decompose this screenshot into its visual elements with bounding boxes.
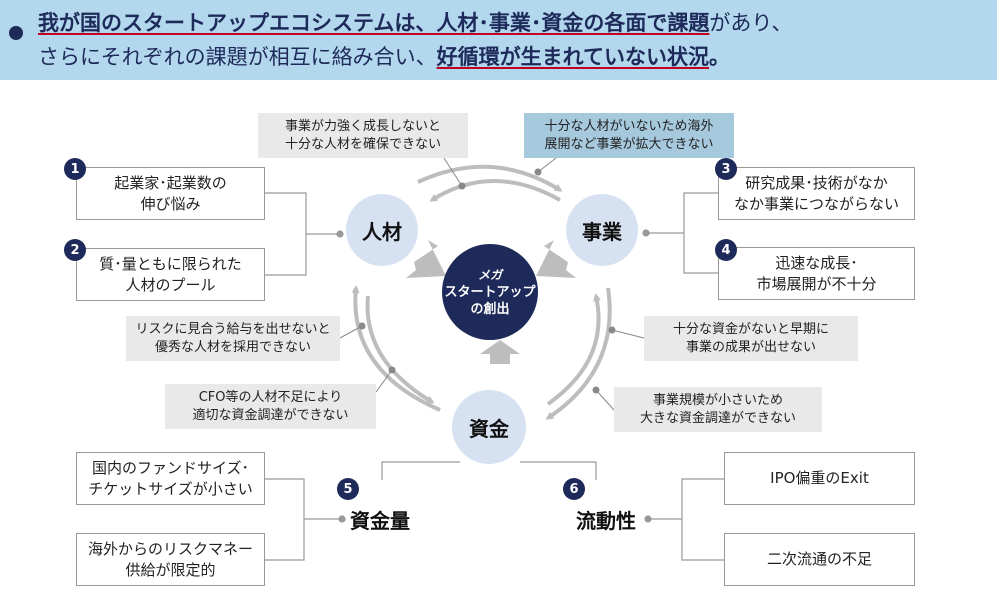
note-6-line-1: 事業規模が小さいため <box>652 392 783 408</box>
arc-jinzai-to-shikin <box>365 295 435 404</box>
issue-4: 迅速な成長･ 市場展開が不十分 <box>718 247 915 300</box>
note-shikin-to-jigyo: 十分な資金がないと早期に事業の成果が出せない <box>644 316 858 361</box>
issue-2-line-2: 人材のプール <box>125 275 216 294</box>
center-line-3: の創出 <box>470 301 510 317</box>
arc-shikin-to-jigyo <box>546 293 601 406</box>
center-line-1: メガ <box>477 267 502 282</box>
issue-5b-line-2: 供給が限定的 <box>125 560 216 579</box>
note-4-line-1: CFO等の人材不足により <box>198 389 343 405</box>
note-jigyo-to-shikin: 事業規模が小さいため大きな資金調達ができない <box>614 387 822 432</box>
center-line-2: スタートアップ <box>444 284 536 300</box>
arrow-jigyo-center <box>536 240 576 278</box>
badge-5: 5 <box>337 478 359 500</box>
issue-3: 研究成果･技術がなかなか事業につながらない <box>718 167 915 220</box>
issue-1: 起業家･起業数の伸び悩み <box>76 167 265 220</box>
badge-3: 3 <box>715 158 737 180</box>
headline-emphasis-1: 我が国のスタートアップエコシステムは、人材･事業･資金の各面で課題 <box>38 11 710 35</box>
headline-line-2: さらにそれぞれの課題が相互に絡み合い、好循環が生まれていない状況。 <box>38 43 730 71</box>
node-shikin: 資金 <box>452 390 526 464</box>
issue-3-line-1: 研究成果･技術がなか <box>745 173 888 192</box>
issue-6a-line-1: IPO偏重のExit <box>770 469 869 487</box>
issue-5a: 国内のファンドサイズ･ チケットサイズが小さい <box>76 452 265 505</box>
note-2-line-2: 展開など事業が拡大できない <box>544 136 714 152</box>
badge-6: 6 <box>563 478 585 500</box>
note-2-line-1: 十分な人材がいないため海外 <box>544 118 714 134</box>
note-1-line-2: 十分な人材を確保できない <box>284 136 441 152</box>
issue-6b: 二次流通の不足 <box>724 533 915 586</box>
note-jinzai-to-shikin: CFO等の人材不足により適切な資金調達ができない <box>165 384 376 429</box>
arc-jigyo-to-jinzai <box>429 179 561 202</box>
issue-2: 質･量ともに限られた人材のプール <box>76 248 265 301</box>
issue-5b-line-1: 海外からのリスクマネー <box>87 539 253 558</box>
headline-banner <box>0 0 997 80</box>
issue-3-line-2: なか事業につながらない <box>733 194 899 213</box>
issue-6b-line-1: 二次流通の不足 <box>766 550 872 568</box>
node-jigyo: 事業 <box>566 194 638 266</box>
issue-5a-line-2: チケットサイズが小さい <box>88 479 253 498</box>
note-jinzai-to-jigyo: 十分な人材がいないため海外展開など事業が拡大できない <box>524 113 734 158</box>
note-jigyo-to-jinzai: 事業が力強く成長しないと十分な人材を確保できない <box>258 113 468 158</box>
badge-4: 4 <box>715 239 737 261</box>
badge-1: 1 <box>64 158 86 180</box>
headline-line-1: 我が国のスタートアップエコシステムは、人材･事業･資金の各面で課題があり、 <box>38 9 793 37</box>
issue-5b: 海外からのリスクマネー供給が限定的 <box>76 533 265 586</box>
issue-1-line-2: 伸び悩み <box>140 194 201 213</box>
note-3-line-1: リスクに見合う給与を出せないと <box>135 321 331 337</box>
note-5-line-1: 十分な資金がないと早期に <box>672 321 829 337</box>
issue-4-line-1: 迅速な成長･ <box>775 253 858 272</box>
issue-6a: IPO偏重のExit <box>724 452 915 505</box>
note-5-line-2: 事業の成果が出せない <box>685 339 816 355</box>
note-6-line-2: 大きな資金調達ができない <box>639 410 796 426</box>
note-3-line-2: 優秀な人材を採用できない <box>154 339 311 355</box>
arc-shikin-to-jinzai <box>351 285 441 412</box>
headline-emphasis-2: 好循環が生まれていない状況 <box>436 45 709 69</box>
note-1-line-1: 事業が力強く成長しないと <box>284 118 441 134</box>
issue-4-line-2: 市場展開が不十分 <box>756 274 877 293</box>
issue-2-line-1: 質･量ともに限られた <box>99 254 242 273</box>
arc-jigyo-to-shikin <box>545 287 612 420</box>
node-shikinryo: 資金量 <box>350 508 410 533</box>
bullet-icon <box>9 26 23 40</box>
headline-text-1: があり、 <box>709 11 793 35</box>
center-mega-startup: メガ スタートアップ の創出 <box>442 244 538 340</box>
node-jinzai: 人材 <box>346 194 418 266</box>
note-shikin-to-jinzai: リスクに見合う給与を出せないと優秀な人材を採用できない <box>126 316 340 361</box>
arrow-jinzai-center <box>406 240 446 278</box>
headline-text-2: さらにそれぞれの課題が相互に絡み合い、 <box>38 45 437 69</box>
note-4-line-2: 適切な資金調達ができない <box>192 407 349 423</box>
node-ryudosei: 流動性 <box>576 508 636 533</box>
headline-period: 。 <box>708 45 730 69</box>
issue-1-line-1: 起業家･起業数の <box>114 173 227 192</box>
arc-jinzai-to-jigyo <box>417 164 563 192</box>
issue-5a-line-1: 国内のファンドサイズ･ <box>91 458 250 477</box>
badge-2: 2 <box>64 239 86 261</box>
arrow-shikin-center <box>480 340 520 364</box>
